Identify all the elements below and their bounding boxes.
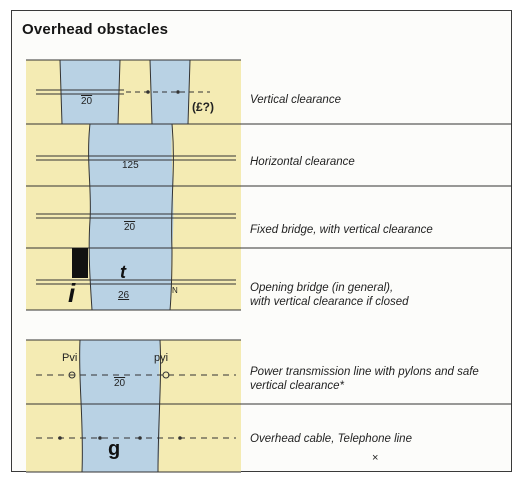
label-power-line-line2: vertical clearance* [250, 380, 344, 392]
clearance-label-row2: 125 [122, 160, 139, 171]
letter-g-row6: g [108, 438, 121, 460]
clearance-label-row1: 20 [81, 96, 93, 107]
dot-marker [98, 436, 102, 440]
letter-i-row4: i [68, 278, 76, 308]
label-opening-bridge: Opening bridge (in general), with vertic… [250, 281, 409, 309]
clearance-label-row5: 20 [114, 378, 126, 389]
label-opening-bridge-line1: Opening bridge (in general), [250, 282, 394, 294]
label-vertical-clearance: Vertical clearance [250, 94, 341, 106]
label-power-line: Power transmission line with pylons and … [250, 365, 479, 393]
channel-edges [59, 59, 191, 125]
letter-n-row4: N [172, 286, 178, 295]
mark-x: × [372, 452, 379, 464]
water-channel-left [60, 60, 120, 124]
label-fixed-bridge: Fixed bridge, with vertical clearance [250, 224, 433, 236]
dot-marker [138, 436, 142, 440]
dot-marker [178, 436, 182, 440]
bridge-pillar [72, 248, 88, 278]
label-overhead-cable: Overhead cable, Telephone line [250, 433, 412, 445]
dot-marker [176, 90, 180, 94]
page-title: Overhead obstacles [22, 21, 169, 38]
channel-edges [79, 339, 162, 473]
clearance-label-row4: 26 [118, 290, 130, 301]
clearance-label-row3: 20 [124, 222, 136, 233]
pylon-label-left: Pvi [62, 352, 78, 364]
water-channel-right [150, 60, 190, 124]
water-channel-main [88, 124, 174, 310]
letter-t-row4: t [120, 262, 126, 282]
label-power-line-line1: Power transmission line with pylons and … [250, 366, 479, 378]
label-horizontal-clearance: Horizontal clearance [250, 156, 355, 168]
label-opening-bridge-line2: with vertical clearance if closed [250, 296, 409, 308]
symbol-label-row1: (£?) [192, 100, 214, 114]
dot-marker [58, 436, 62, 440]
pylon-label-right: pyi [154, 352, 169, 364]
pylon-symbol [68, 371, 76, 379]
pylon-symbol [162, 371, 170, 379]
dot-marker [146, 90, 150, 94]
